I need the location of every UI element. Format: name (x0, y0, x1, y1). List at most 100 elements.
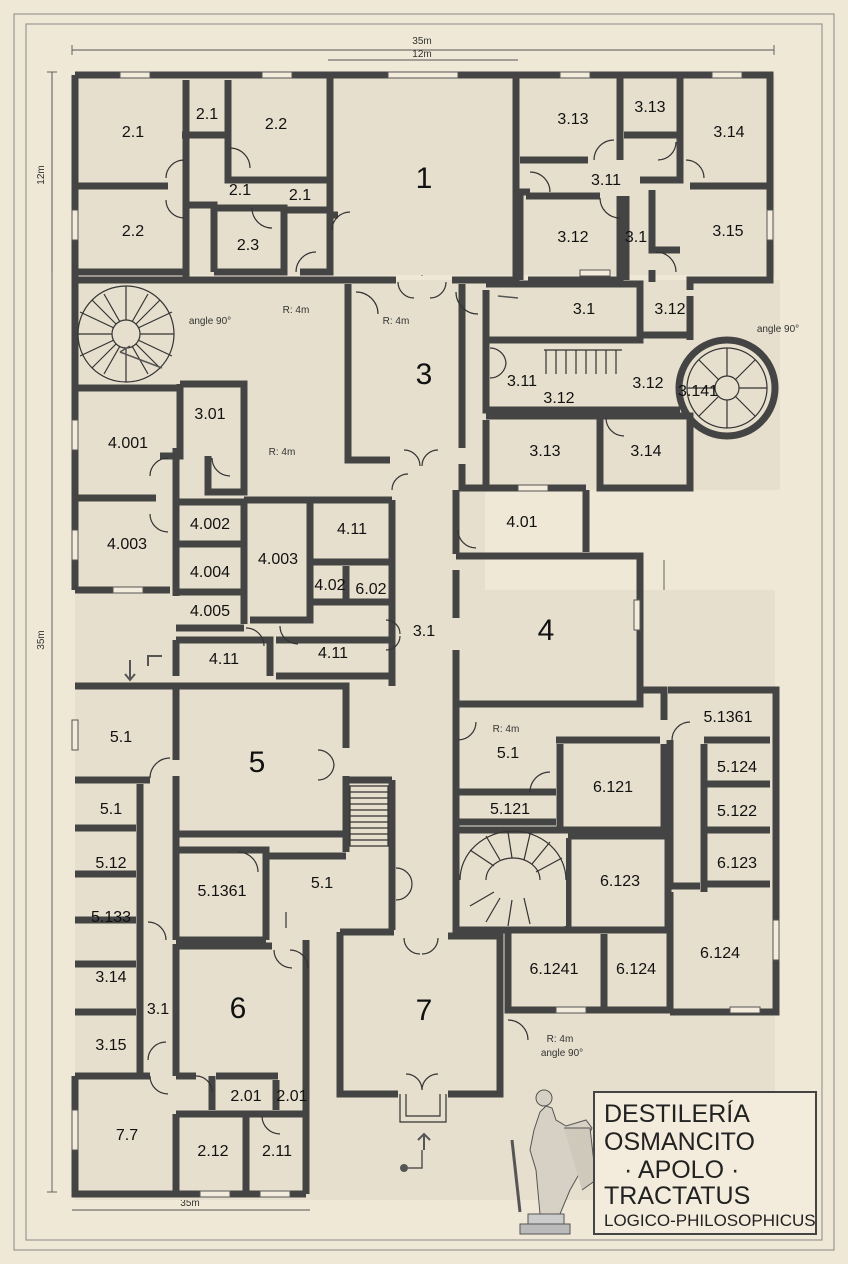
room-label: 5.1 (110, 729, 132, 746)
room-label: 3.15 (95, 1037, 126, 1054)
room-label: 4.11 (337, 521, 367, 538)
room-label: 5.124 (717, 759, 757, 776)
angle-label: angle 90° (757, 324, 799, 335)
room-label: 3.13 (634, 99, 665, 116)
spiral-stair-right (686, 347, 768, 429)
room-label: 5.1 (497, 745, 519, 762)
room-label: 3.13 (529, 443, 560, 460)
spiral-stair-middle (459, 830, 567, 927)
radius-label: R: 4m (493, 724, 520, 735)
room-label: 2.1 (229, 182, 251, 199)
dim-left-total: 35m (36, 630, 47, 649)
dim-left-upper: 12m (36, 165, 47, 184)
spiral-stairs (77, 285, 768, 927)
title-line-5: LOGICO-PHILOSOPHICUS (604, 1211, 816, 1230)
room-label: 7 (416, 994, 433, 1027)
title-line-3: · APOLO · (624, 1156, 739, 1184)
room-label: 2.12 (197, 1143, 228, 1160)
title-line-1: DESTILERÍA (604, 1099, 750, 1128)
room-label: 2.1 (122, 124, 144, 141)
entrance-porch (399, 1094, 447, 1172)
annotations: R: 4m R: 4m R: 4m R: 4m R: 4m angle 90° … (189, 305, 799, 1059)
room-label: 4.11 (318, 645, 348, 662)
room-label: 2.2 (265, 116, 287, 133)
radius-label: R: 4m (547, 1034, 574, 1045)
apollo-statue-illustration (510, 1089, 597, 1235)
room-label: 3.1 (573, 301, 595, 318)
room-label: 5.133 (91, 909, 131, 926)
room-label: 7.7 (116, 1127, 138, 1144)
room-label: 5.12 (95, 855, 126, 872)
room-label: 6 (230, 992, 247, 1025)
room-label: 5.121 (490, 801, 530, 818)
radius-label: R: 4m (283, 305, 310, 316)
room-label: 5.1361 (198, 883, 247, 900)
room-label: 6.123 (717, 855, 757, 872)
room-label: 4.01 (506, 514, 537, 531)
radius-label: R: 4m (269, 447, 296, 458)
room-label: 3.14 (630, 443, 661, 460)
drawing-frame (13, 13, 835, 1251)
room-label: 2.3 (237, 237, 259, 254)
title-block: DESTILERÍA OSMANCITO · APOLO · TRACTATUS… (604, 1099, 816, 1230)
title-box (593, 1091, 817, 1235)
room-label: 3.12 (632, 375, 663, 392)
room-label: 3 (416, 358, 433, 391)
angle-label: angle 90° (189, 316, 231, 327)
room-label: 5 (249, 746, 266, 779)
room-label: 4.003 (258, 551, 298, 568)
inner-frame (25, 23, 823, 1241)
room-fills (75, 75, 780, 1200)
title-line-4: TRACTATUS (604, 1182, 750, 1210)
room-label: 4.003 (107, 536, 147, 553)
room-label: 3.12 (654, 301, 685, 318)
room-label: 5.1 (100, 801, 122, 818)
room-label: 6.124 (616, 961, 656, 978)
direction-arrows (119, 295, 519, 928)
room-label: 4.02 (314, 577, 345, 594)
room-label: 3.13 (557, 111, 588, 128)
room-label: 3.15 (712, 223, 743, 240)
straight-stair-3-12 (544, 349, 622, 374)
room-label: 3.11 (591, 172, 621, 189)
dim-top-inner: 12m (412, 49, 431, 60)
room-label: 6.123 (600, 873, 640, 890)
room-label: 4.005 (190, 603, 230, 620)
room-label: 3.01 (194, 406, 225, 423)
radius-label: R: 4m (383, 316, 410, 327)
room-label: 3.141 (678, 383, 718, 400)
room-label: 2.1 (196, 106, 218, 123)
room-label: 3.1 (413, 623, 435, 640)
room-label: 5.1 (311, 875, 333, 892)
room-label: 2.01 (230, 1088, 261, 1105)
room-label: 5.122 (717, 803, 757, 820)
room-label: 2.11 (262, 1143, 292, 1160)
room-label: 3.14 (713, 124, 744, 141)
straight-stair-5 (349, 785, 389, 847)
room-label: 4.004 (190, 564, 230, 581)
room-label: 3.12 (557, 229, 588, 246)
dim-top-outer: 35m (412, 36, 431, 47)
room-label: 6.1241 (530, 961, 579, 978)
room-label: 4.11 (209, 651, 239, 668)
room-label: 6.124 (700, 945, 740, 962)
doors (147, 139, 705, 1135)
room-label: 2.2 (122, 223, 144, 240)
room-label: 3.1 (147, 1001, 169, 1018)
title-line-2: OSMANCITO (604, 1128, 755, 1156)
room-label: 1 (416, 162, 433, 195)
room-label: 5.1361 (704, 709, 753, 726)
room-label: 3.12 (543, 390, 574, 407)
room-label: 6.02 (355, 581, 386, 598)
room-label: 2.1 (289, 187, 311, 204)
windows (71, 71, 780, 1198)
room-label: 4.001 (108, 435, 148, 452)
room-label: 3.11 (507, 373, 537, 390)
angle-label: angle 90° (541, 1048, 583, 1059)
room-label: 3.1 (625, 229, 647, 246)
room-label: 2.01 (276, 1088, 307, 1105)
room-label: 3.14 (95, 969, 126, 986)
dim-bottom: 35m (180, 1198, 199, 1209)
